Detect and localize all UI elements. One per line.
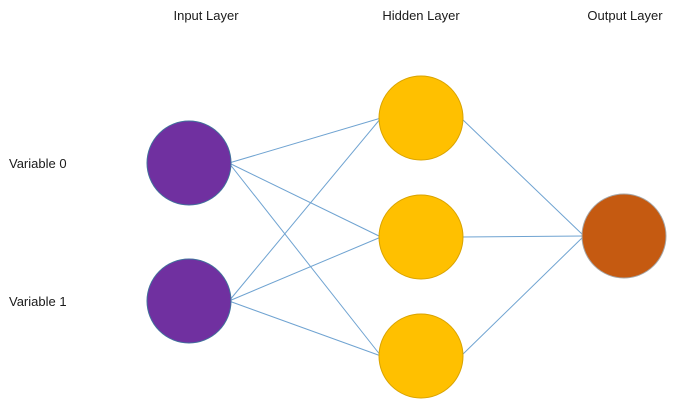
hidden-node-1 [378, 194, 464, 280]
edge-hidden-0-output-0 [460, 117, 585, 237]
edge-hidden-1-output-0 [460, 235, 585, 238]
edge-hidden-2-output-0 [460, 235, 585, 357]
input-node-1 [146, 258, 232, 344]
output-node-0 [581, 193, 667, 279]
connections [228, 117, 585, 357]
output-layer-label: Output Layer [587, 8, 663, 23]
edge-input-1-hidden-2 [228, 300, 382, 357]
edge-input-1-hidden-1 [228, 236, 382, 302]
hidden-node-2 [378, 313, 464, 399]
hidden-node-0 [378, 75, 464, 161]
variable-1-label: Variable 1 [9, 294, 67, 309]
edge-input-0-hidden-1 [228, 162, 382, 238]
edge-input-0-hidden-0 [228, 117, 382, 164]
hidden-layer-label: Hidden Layer [382, 8, 460, 23]
edge-input-1-hidden-0 [228, 117, 382, 302]
input-node-0 [146, 120, 232, 206]
neurons [146, 75, 667, 399]
input-layer-label: Input Layer [173, 8, 239, 23]
edge-input-0-hidden-2 [228, 162, 382, 357]
variable-0-label: Variable 0 [9, 156, 67, 171]
